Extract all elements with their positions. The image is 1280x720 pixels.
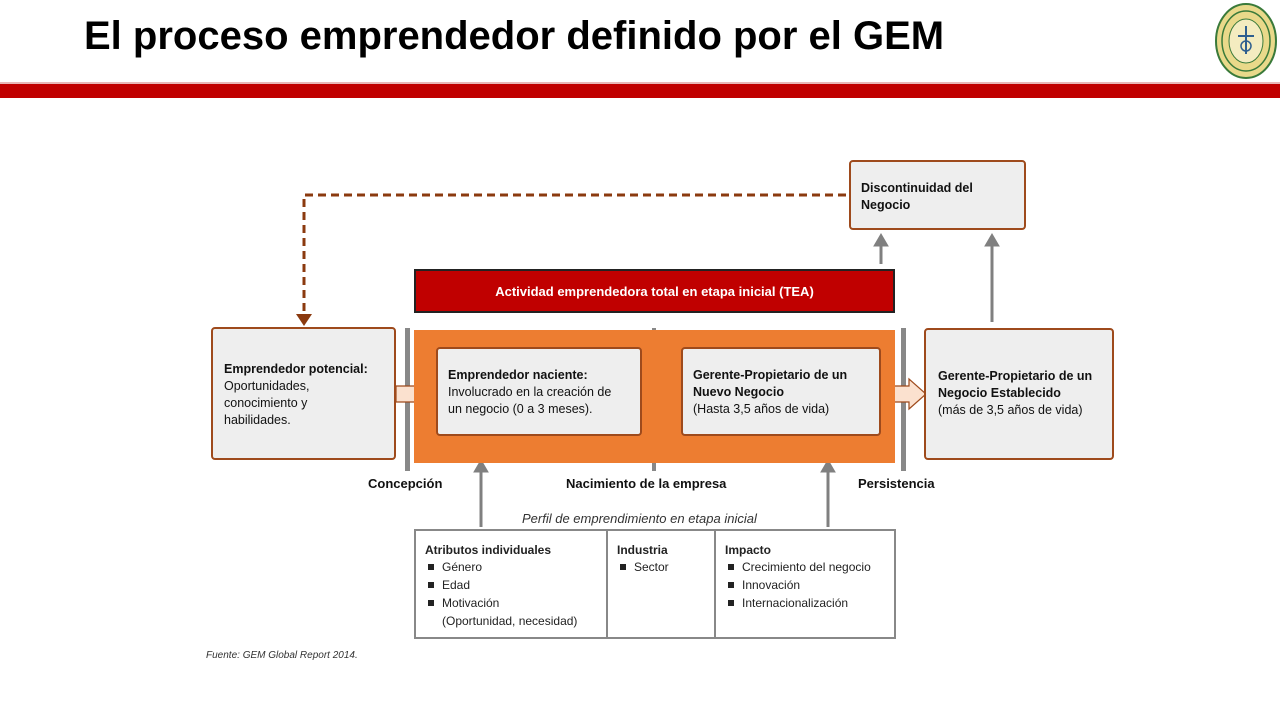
potencial-line: Oportunidades, (224, 379, 310, 393)
nuevo-line: (Hasta 3,5 años de vida) (693, 402, 830, 416)
list-item: Sector (617, 558, 714, 576)
naciente-line: un negocio (0 a 3 meses). (448, 402, 593, 416)
nuevo-title: Nuevo Negocio (693, 385, 784, 399)
tea-label: Actividad emprendedora total en etapa in… (495, 283, 814, 299)
establecido-line: (más de 3,5 años de vida) (938, 403, 1083, 417)
nuevo-title: Gerente-Propietario de un (693, 368, 848, 382)
profile-table: Atributos individuales Género Edad Motiv… (414, 529, 896, 639)
list-item-note: (Oportunidad, necesidad) (442, 614, 578, 628)
discontinuidad-box: Discontinuidad del Negocio (849, 160, 1026, 230)
list-item: Género (425, 558, 606, 576)
naciente-line: Involucrado en la creación de (448, 385, 612, 399)
potencial-line: habilidades. (224, 413, 291, 427)
profile-column-heading: Industria (617, 543, 668, 557)
profile-list: Sector (617, 558, 714, 576)
list-item: Crecimiento del negocio (725, 558, 894, 576)
profile-list: Crecimiento del negocio Innovación Inter… (725, 558, 894, 612)
list-item: Internacionalización (725, 594, 894, 612)
stage-label-nacimiento: Nacimiento de la empresa (566, 476, 727, 491)
list-item: Edad (425, 576, 606, 594)
tea-bar: Actividad emprendedora total en etapa in… (414, 269, 895, 313)
potencial-line: conocimiento y (224, 396, 308, 410)
establecido-title: Gerente-Propietario de un (938, 369, 1093, 383)
profile-caption: Perfil de emprendimiento en etapa inicia… (522, 511, 757, 526)
profile-list: Género Edad Motivación (425, 558, 606, 612)
nuevo-negocio-box: Gerente-Propietario de un Nuevo Negocio … (681, 347, 881, 436)
header-divider-accent (0, 82, 1280, 84)
header-divider-bar (0, 84, 1280, 98)
stage-label-concepcion: Concepción (368, 476, 443, 491)
emprendedor-potencial-box: Emprendedor potencial: Oportunidades, co… (211, 327, 396, 460)
university-seal-logo (1215, 3, 1277, 79)
discontinuidad-label: Discontinuidad del Negocio (861, 181, 973, 212)
profile-column-impacto: Impacto Crecimiento del negocio Innovaci… (714, 531, 894, 637)
list-item: Innovación (725, 576, 894, 594)
negocio-establecido-box: Gerente-Propietario de un Negocio Establ… (924, 328, 1114, 460)
profile-column-heading: Impacto (725, 543, 772, 557)
source-note: Fuente: GEM Global Report 2014. (206, 650, 358, 661)
stage-label-persistencia: Persistencia (858, 476, 935, 491)
profile-column-atributos: Atributos individuales Género Edad Motiv… (416, 531, 606, 637)
potencial-title: Emprendedor potencial: (224, 362, 368, 376)
profile-column-heading: Atributos individuales (425, 543, 552, 557)
profile-column-industria: Industria Sector (606, 531, 714, 637)
establecido-title: Negocio Establecido (938, 386, 1061, 400)
list-item: Motivación (425, 594, 606, 612)
emprendedor-naciente-box: Emprendedor naciente: Involucrado en la … (436, 347, 642, 436)
page-title: El proceso emprendedor definido por el G… (84, 14, 945, 58)
naciente-title: Emprendedor naciente: (448, 368, 588, 382)
